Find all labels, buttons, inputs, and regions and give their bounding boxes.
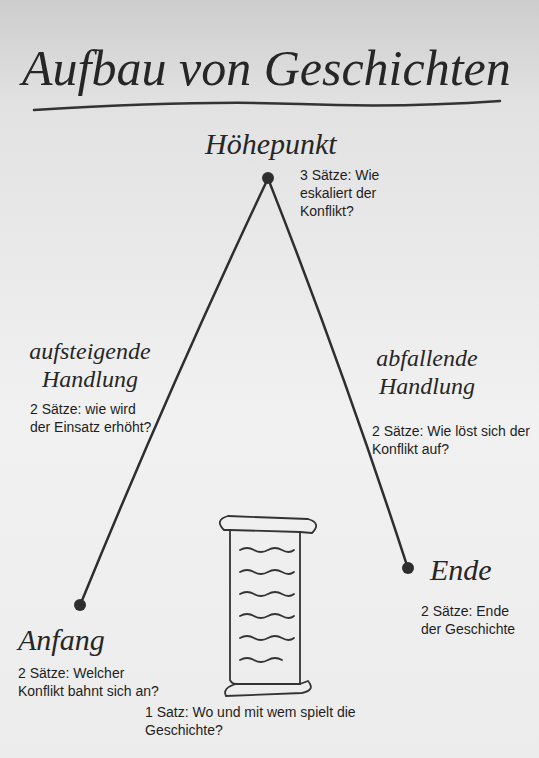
- note-label: 2 Sätze: Wie löst sich der Konflikt auf?: [372, 422, 532, 458]
- node-note: 2 Sätze: Ende der Geschichte: [421, 602, 533, 638]
- note-label: 1 Satz: Wo und mit wem spielt die Geschi…: [145, 703, 360, 739]
- story-point: Ende2 Sätze: Ende der Geschichte: [402, 562, 414, 574]
- title-underline: [34, 101, 500, 110]
- edge-label: aufsteigende Handlung: [26, 338, 154, 393]
- story-point: Anfang2 Sätze: Welcher Konflikt bahnt si…: [74, 599, 86, 611]
- node-heading: Anfang: [18, 620, 105, 659]
- note-label: 2 Sätze: wie wird der Einsatz erhöht?: [30, 400, 152, 436]
- node-note: 2 Sätze: Welcher Konflikt bahnt sich an?: [18, 664, 168, 700]
- story-point: Höhepunkt3 Sätze: Wie eskaliert der Konf…: [262, 172, 274, 184]
- node-heading: Ende: [430, 550, 492, 589]
- edge-label: abfallende Handlung: [352, 345, 502, 400]
- node-note: 3 Sätze: Wie eskaliert der Konflikt?: [300, 166, 400, 221]
- diagram-title: Aufbau von Geschichten: [22, 36, 511, 101]
- node-heading: Höhepunkt: [205, 124, 337, 163]
- scroll-icon: [220, 516, 316, 696]
